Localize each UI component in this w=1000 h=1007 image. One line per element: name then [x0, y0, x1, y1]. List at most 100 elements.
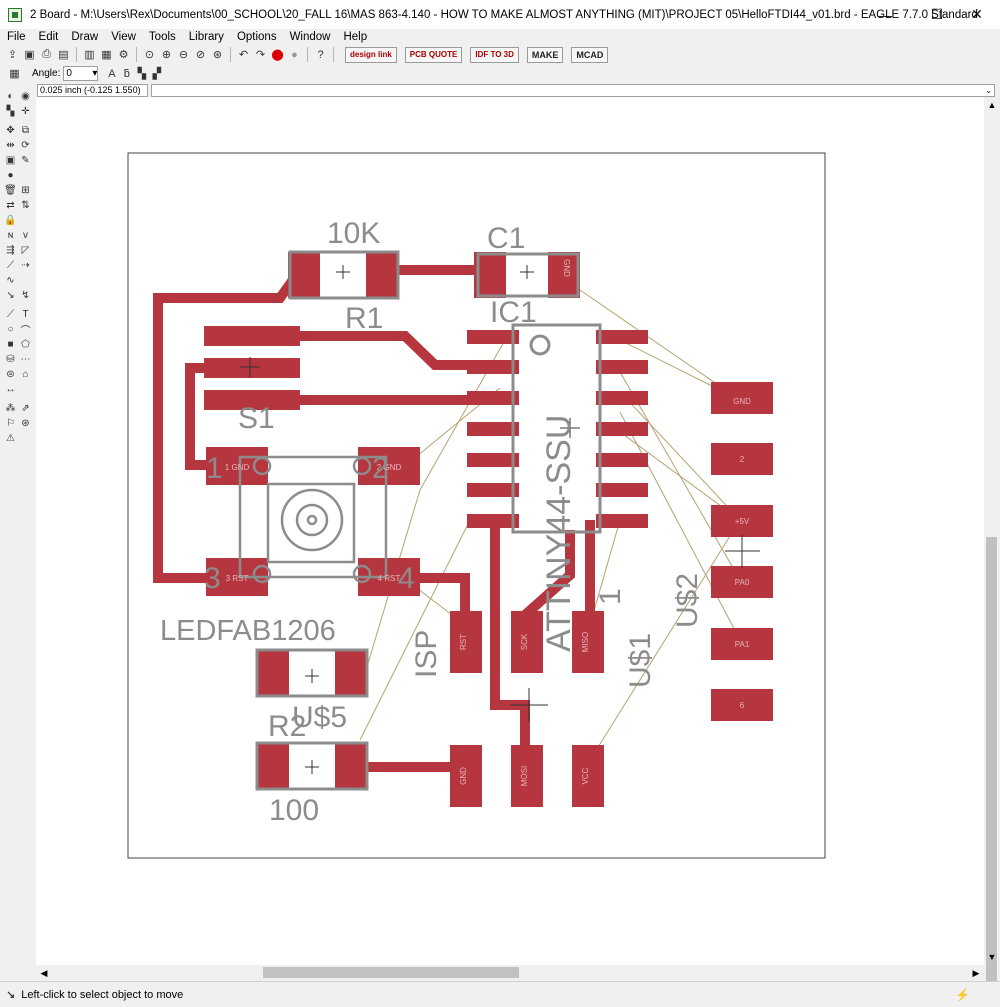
pcb-quote-button[interactable]: PCB QUOTE — [404, 46, 463, 63]
make-button[interactable]: MAKE — [526, 46, 564, 63]
script-icon[interactable]: ⚙ — [118, 49, 129, 61]
show-icon[interactable]: ◉ — [21, 91, 30, 102]
board-canvas[interactable]: 1 GND 2 GND 3 RST 4 RST GND GND 2 +5V PA… — [36, 97, 984, 965]
wire-icon[interactable]: ⟋ — [7, 309, 14, 320]
circle-icon[interactable]: ○ — [7, 324, 14, 335]
mark-icon[interactable]: ✛ — [21, 106, 30, 117]
designlink-button[interactable]: design link — [345, 46, 397, 63]
horizontal-scroll-thumb[interactable] — [263, 967, 519, 978]
dimension-icon[interactable]: ↔ — [5, 384, 16, 395]
warning-icon[interactable]: ⚠ — [6, 433, 15, 444]
angle-select[interactable]: 0▾ — [63, 66, 99, 81]
menu-draw[interactable]: Draw — [71, 31, 99, 43]
display-icon[interactable]: ▚ — [6, 106, 15, 117]
menu-view[interactable]: View — [111, 31, 136, 43]
menu-library[interactable]: Library — [188, 31, 224, 43]
ratio2-icon[interactable]: ▞ — [152, 68, 162, 80]
signal-icon[interactable]: ⋯ — [20, 354, 31, 365]
paste-icon[interactable]: ● — [7, 170, 14, 181]
zoom-select-icon[interactable]: ⊛ — [212, 49, 223, 61]
split-icon[interactable]: ⟋ — [7, 260, 14, 271]
pinswap-icon[interactable]: ⇄ — [6, 200, 15, 211]
autorouter-icon[interactable]: ⁂ — [5, 403, 16, 414]
lock-icon[interactable]: 🔒 — [4, 215, 17, 226]
name-icon[interactable]: ɴ — [7, 230, 14, 241]
undo-icon[interactable]: ↶ — [238, 49, 249, 61]
delete-icon[interactable]: 🗑 — [4, 185, 17, 196]
print-icon[interactable]: ⎙ — [42, 48, 51, 60]
maximize-button[interactable]: ☐ — [930, 6, 944, 22]
menu-edit[interactable]: Edit — [38, 31, 59, 43]
close-button[interactable]: ✕ — [971, 6, 983, 22]
zoom-in-icon[interactable]: ⊕ — [161, 49, 172, 61]
ftdi-pad-2 — [711, 443, 773, 475]
meander-icon[interactable]: ∿ — [6, 275, 15, 286]
mcad-button[interactable]: MCAD — [571, 46, 609, 63]
ratio-icon[interactable]: ▚ — [137, 68, 147, 80]
text-icon[interactable]: T — [22, 309, 29, 320]
move-icon[interactable]: ✥ — [6, 125, 15, 136]
save-icon[interactable]: ▣ — [24, 49, 35, 61]
rect-icon[interactable]: ■ — [7, 339, 14, 350]
zoom-out-icon[interactable]: ⊖ — [178, 49, 189, 61]
ic1-pad — [596, 483, 648, 497]
rotate-icon[interactable]: ⟳ — [21, 140, 30, 151]
errors-icon[interactable]: ⊛ — [21, 418, 30, 429]
arc-icon[interactable]: ⌒ — [20, 326, 31, 337]
value-icon[interactable]: ᴠ — [23, 230, 28, 241]
menu-window[interactable]: Window — [289, 31, 331, 43]
miter-icon[interactable]: ◸ — [21, 245, 30, 256]
via-icon[interactable]: ⛁ — [6, 354, 15, 365]
pad-label: GND — [459, 767, 468, 785]
vertical-scrollbar[interactable]: ▲ ▼ — [984, 97, 1000, 997]
copy-icon[interactable]: ⧉ — [21, 125, 30, 136]
go-icon[interactable]: ● — [291, 48, 298, 61]
optimize-icon[interactable]: ⇢ — [21, 260, 30, 271]
scroll-down-icon[interactable]: ▼ — [987, 952, 997, 962]
r1-outline — [288, 250, 400, 300]
cam-icon[interactable]: ▤ — [58, 49, 69, 61]
add-icon[interactable]: ⊞ — [21, 185, 30, 196]
hole-icon[interactable]: ⊜ — [6, 369, 15, 380]
help-icon[interactable]: ? — [317, 48, 324, 61]
chevron-down-icon[interactable]: ⌄ — [985, 86, 992, 95]
use-library-icon[interactable]: ▦ — [101, 49, 112, 61]
spin-text-icon[interactable]: ƃ — [123, 67, 130, 80]
route-icon[interactable]: ↘ — [6, 290, 15, 301]
board-drawing[interactable]: 1 GND 2 GND 3 RST 4 RST GND GND 2 +5V PA… — [36, 97, 984, 965]
smash-icon[interactable]: ⇶ — [6, 245, 15, 256]
vertical-scroll-thumb[interactable] — [986, 537, 997, 997]
redo-icon[interactable]: ↷ — [255, 49, 266, 61]
scroll-up-icon[interactable]: ▲ — [987, 100, 997, 110]
s1-corner — [252, 456, 272, 476]
polygon-icon[interactable]: ⬠ — [21, 339, 30, 350]
zoom-fit-icon[interactable]: ⊙ — [144, 49, 155, 61]
layer-settings-icon[interactable]: ▥ — [84, 49, 95, 61]
horizontal-scrollbar[interactable]: ◀ ▶ — [36, 965, 984, 981]
minimize-button[interactable]: — — [878, 6, 892, 23]
ratsnest-icon[interactable]: ⌂ — [22, 369, 29, 380]
lightning-icon[interactable]: ⚡ — [955, 987, 970, 1002]
replace-icon[interactable]: ⇅ — [21, 200, 30, 211]
menu-help[interactable]: Help — [343, 31, 368, 43]
idf-to-3d-button[interactable]: IDF TO 3D — [470, 46, 519, 63]
ripup-icon[interactable]: ↯ — [21, 290, 30, 301]
menu-options[interactable]: Options — [236, 31, 277, 43]
erc-icon[interactable]: ⇗ — [21, 403, 30, 414]
menu-tools[interactable]: Tools — [148, 31, 176, 43]
drc-icon[interactable]: ⚐ — [6, 418, 15, 429]
mirror-text-icon[interactable]: A — [108, 67, 116, 80]
open-icon[interactable]: ⇪ — [7, 49, 18, 61]
stop-icon[interactable]: ⬤ — [271, 49, 284, 61]
scroll-left-icon[interactable]: ◀ — [40, 968, 48, 978]
s1-pin-label: 2 — [372, 452, 389, 485]
scroll-right-icon[interactable]: ▶ — [972, 968, 980, 978]
menu-file[interactable]: File — [7, 31, 26, 43]
mirror-icon[interactable]: ⇹ — [6, 140, 15, 151]
grid-icon[interactable]: ▦ — [9, 68, 20, 80]
command-line-input[interactable]: ⌄ — [151, 84, 995, 97]
redraw-icon[interactable]: ⊘ — [195, 49, 206, 61]
group-icon[interactable]: ▣ — [5, 155, 16, 166]
info-icon[interactable]: ◐ — [7, 91, 14, 102]
change-icon[interactable]: ✎ — [21, 155, 30, 166]
